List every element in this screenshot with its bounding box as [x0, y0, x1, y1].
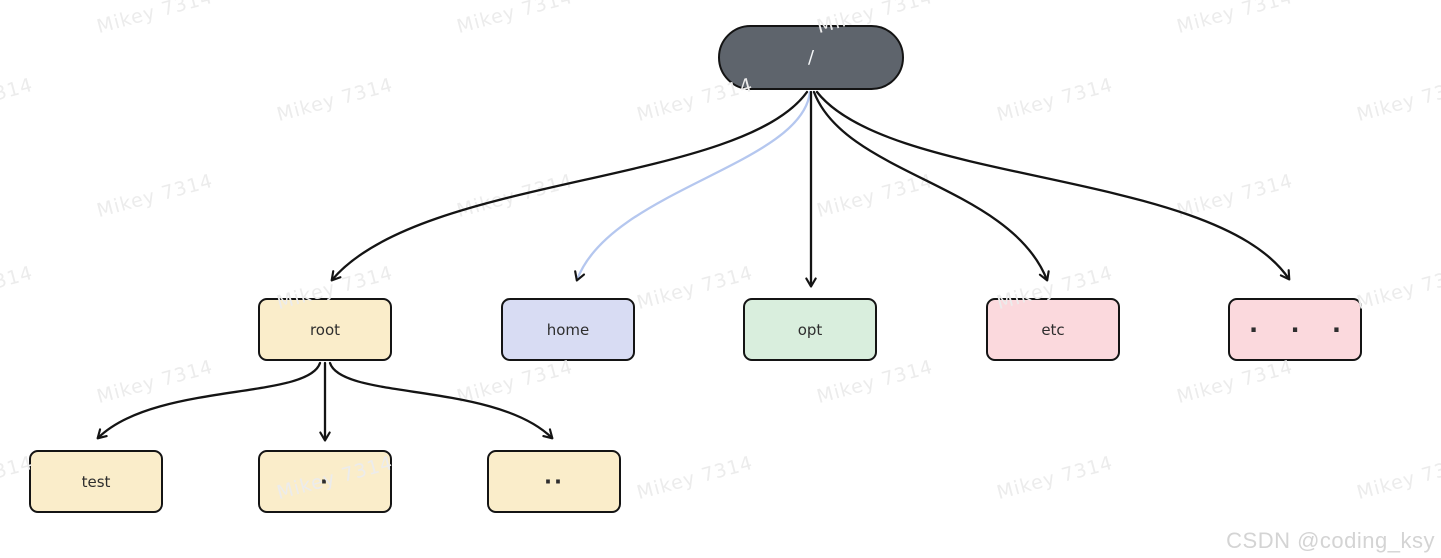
node-label-root: root: [309, 320, 341, 339]
node-label-dotdot: ··: [544, 469, 564, 494]
node-home: home: [501, 298, 635, 361]
node-slash: /: [718, 25, 904, 90]
node-root: root: [258, 298, 392, 361]
node-label-more: · · ·: [1248, 315, 1354, 344]
node-opt: opt: [743, 298, 877, 361]
node-dotdot: ··: [487, 450, 621, 513]
node-label-home: home: [546, 320, 590, 339]
node-dot: ·: [258, 450, 392, 513]
node-etc: etc: [986, 298, 1120, 361]
node-more: · · ·: [1228, 298, 1362, 361]
node-label-etc: etc: [1041, 320, 1065, 339]
node-label-test: test: [81, 472, 111, 491]
node-label-slash: /: [807, 47, 815, 68]
node-label-opt: opt: [797, 320, 823, 339]
csdn-credit: CSDN @coding_ksy: [1226, 528, 1435, 553]
node-label-dot: ·: [320, 469, 330, 494]
node-test: test: [29, 450, 163, 513]
